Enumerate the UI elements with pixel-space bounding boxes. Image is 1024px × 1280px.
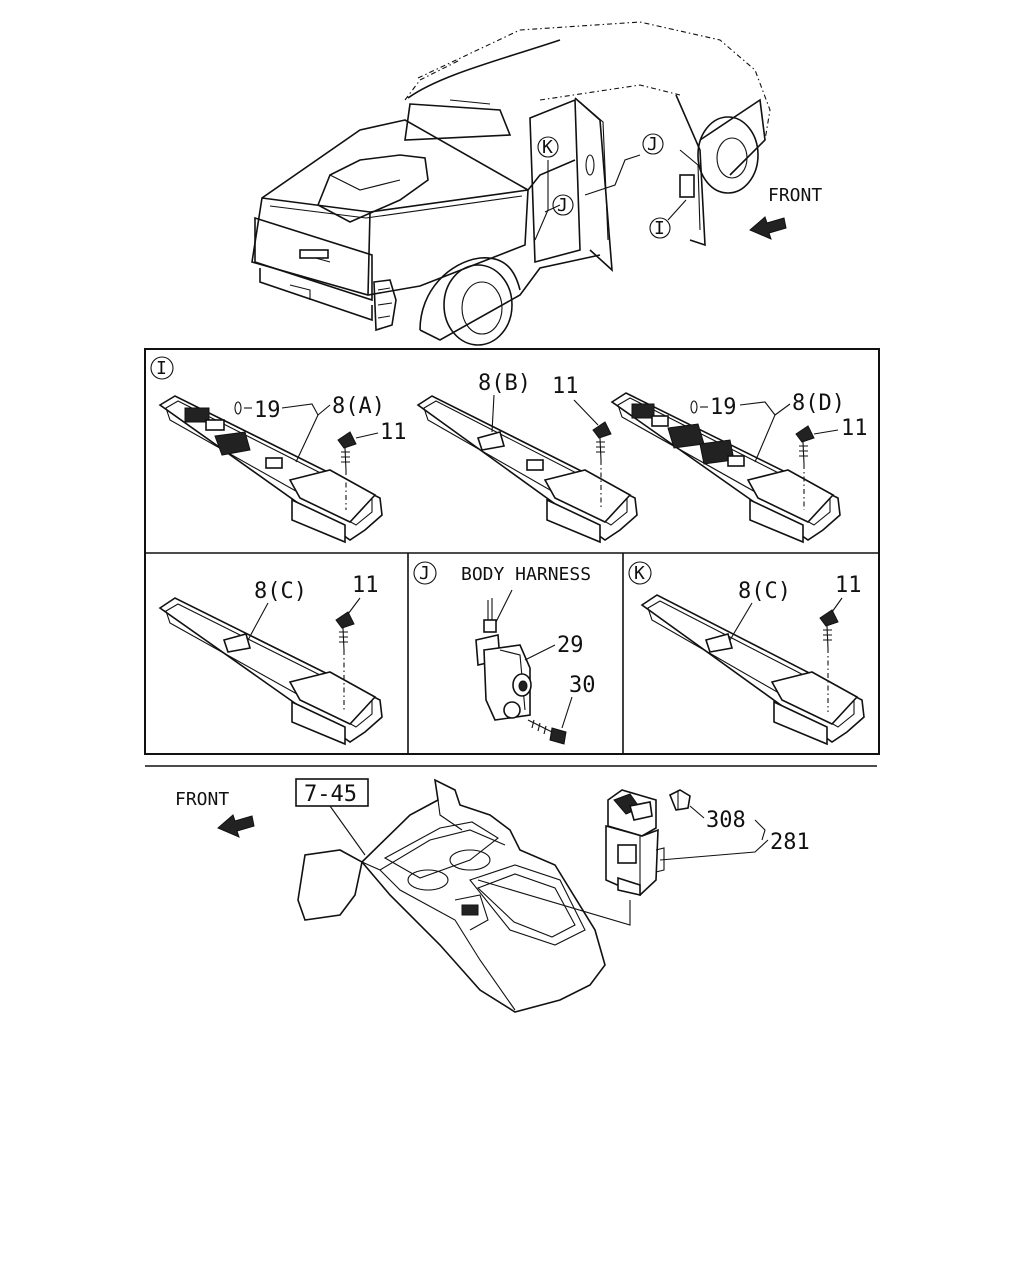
switch-panel-d: 19 8(D) 11 [610, 391, 868, 544]
label-11-d: 11 [841, 416, 868, 441]
clip-icon [690, 400, 708, 414]
label-11-c: 11 [352, 573, 379, 598]
clip-icon [234, 401, 252, 415]
panel-k: K 8(C) 11 [628, 561, 865, 746]
label-281: 281 [770, 830, 810, 855]
screw-icon [335, 611, 355, 712]
switch-panel-c: 8(C) 11 [158, 573, 383, 746]
cap-308-icon [668, 789, 691, 811]
screw-icon [795, 425, 815, 510]
screw-icon [819, 609, 839, 712]
front-arrow-icon-bottom [217, 814, 255, 838]
front-label-top: FRONT [768, 185, 822, 206]
panel-k-tag: K [634, 563, 645, 584]
screw-icon [337, 431, 357, 510]
label-11-a: 11 [380, 420, 407, 445]
label-29: 29 [557, 633, 584, 658]
console-illustration: FRONT 7-45 [175, 778, 810, 1013]
switch-panel-a: 19 8(A) 11 [158, 394, 407, 544]
body-harness-label: BODY HARNESS [461, 564, 591, 585]
callout-j-upper: J [642, 133, 664, 155]
panel-i-tag: I [150, 356, 174, 380]
front-arrow-icon [749, 216, 787, 240]
label-19-d: 19 [710, 395, 737, 420]
svg-text:J: J [557, 195, 568, 216]
ref-box [295, 778, 369, 807]
panel-j: J BODY HARNESS 29 30 [413, 561, 596, 745]
detail-panels-frame [144, 348, 880, 755]
truck-illustration: K J J I FRONT [251, 21, 822, 346]
switch-281 [605, 789, 665, 897]
label-8c-k: 8(C) [738, 579, 791, 604]
callout-j-lower: J [552, 194, 574, 216]
label-30: 30 [569, 673, 596, 698]
label-8c: 8(C) [254, 579, 307, 604]
label-308: 308 [706, 808, 746, 833]
switch-panel-b: 8(B) 11 [416, 371, 638, 544]
ref-box-label: 7-45 [304, 782, 357, 807]
label-8a: 8(A) [332, 394, 385, 419]
panel-j-tag: J [419, 563, 430, 584]
label-8b: 8(B) [478, 371, 531, 396]
label-11-k: 11 [835, 573, 862, 598]
svg-text:J: J [647, 134, 658, 155]
screw-icon [527, 719, 567, 745]
front-label-bottom: FRONT [175, 789, 229, 810]
label-11-b: 11 [552, 374, 579, 399]
callout-k: K [537, 136, 559, 158]
screw-icon [592, 421, 612, 510]
callout-i: I [649, 199, 687, 239]
label-19-a: 19 [254, 398, 281, 423]
svg-text:I: I [156, 358, 167, 379]
svg-text:I: I [654, 218, 665, 239]
svg-text:K: K [542, 137, 553, 158]
label-8d: 8(D) [792, 391, 845, 416]
